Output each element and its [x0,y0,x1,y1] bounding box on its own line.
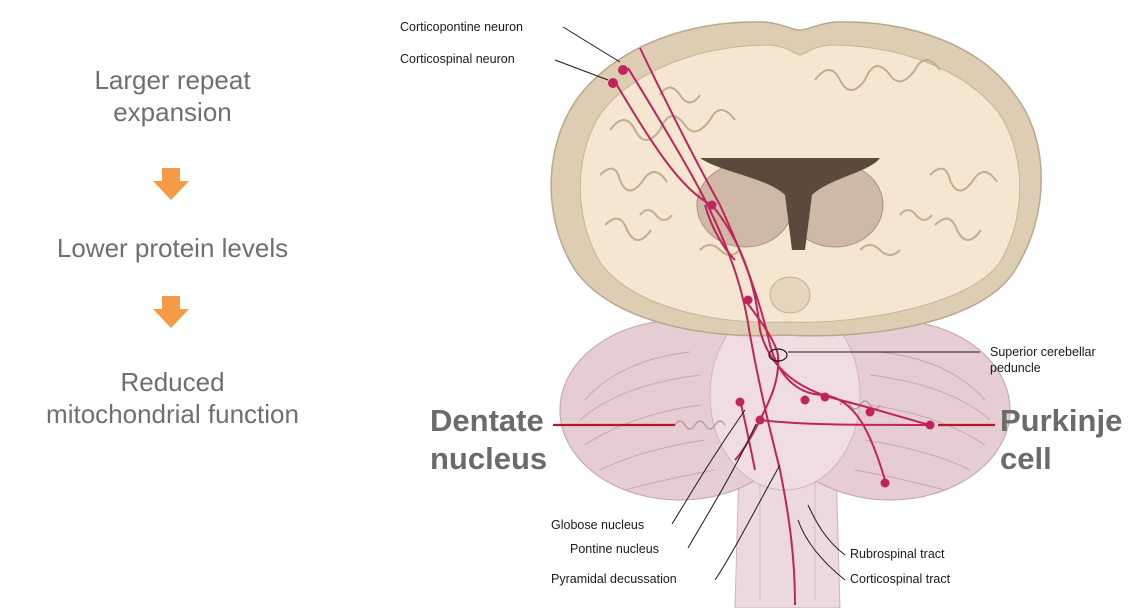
callout-line: Purkinje [1000,402,1122,440]
callout-line: cell [1000,440,1122,478]
callout-line: nucleus [430,440,547,478]
flow-step-line: expansion [0,96,345,128]
flow-step-repeat-expansion: Larger repeat expansion [0,64,345,128]
brain-pathway-diagram: Corticopontine neuron Corticospinal neur… [380,0,1130,608]
label-pontine-nucleus: Pontine nucleus [570,542,659,556]
brain-illustration: Corticopontine neuron Corticospinal neur… [380,0,1130,608]
label-rubrospinal-tract: Rubrospinal tract [850,547,945,561]
label-corticospinal-neuron: Corticospinal neuron [400,52,515,66]
callout-purkinje-cell: Purkinje cell [1000,402,1122,478]
label-corticospinal-tract: Corticospinal tract [850,572,951,586]
callout-dentate-nucleus: Dentate nucleus [430,402,547,478]
flow-step-line: Larger repeat [0,64,345,96]
label-superior-cerebellar-peduncle-cont: peduncle [990,361,1041,375]
label-superior-cerebellar-peduncle: Superior cerebellar [990,345,1096,359]
flow-step-line: Reduced [0,366,345,398]
down-arrow-icon [153,296,189,328]
flow-step-protein-levels: Lower protein levels [0,232,345,264]
label-pyramidal-decussation: Pyramidal decussation [551,572,677,586]
flow-diagram: Larger repeat expansion Lower protein le… [0,0,345,608]
label-globose-nucleus: Globose nucleus [551,518,644,532]
label-corticopontine-neuron: Corticopontine neuron [400,20,523,34]
flow-step-mitochondrial-function: Reduced mitochondrial function [0,366,345,430]
callout-line: Dentate [430,402,547,440]
flow-step-line: Lower protein levels [0,232,345,264]
flow-step-line: mitochondrial function [0,398,345,430]
down-arrow-icon [153,168,189,200]
